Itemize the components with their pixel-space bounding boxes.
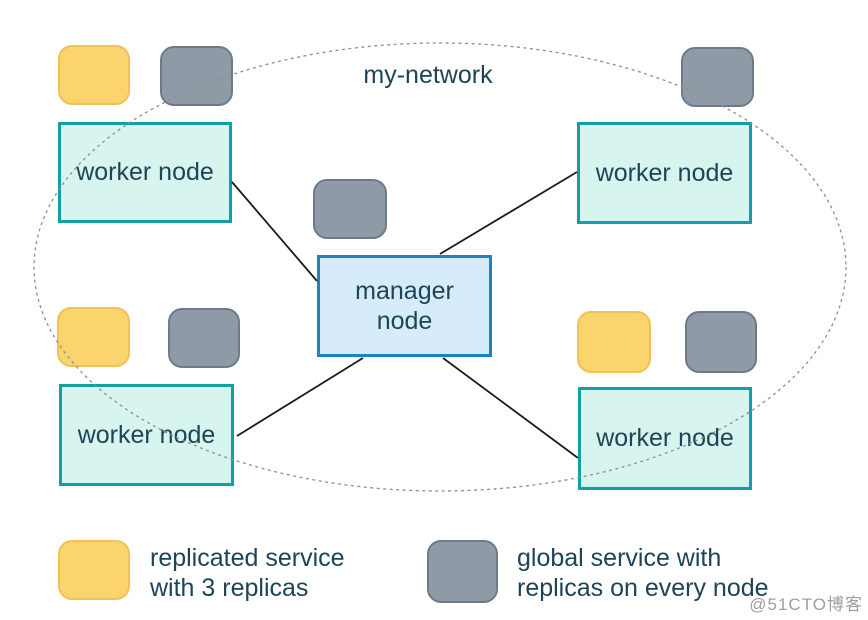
replicated-service-icon — [58, 45, 130, 105]
manager-node-label-line1: manager — [355, 277, 454, 305]
global-service-icon — [685, 311, 757, 373]
replicated-service-icon — [57, 307, 130, 367]
manager-node: manager node — [317, 255, 492, 357]
connector-line-manager-worker-bl — [236, 357, 364, 437]
global-service-icon — [313, 179, 387, 239]
worker-node-label: worker node — [77, 420, 216, 449]
legend-replicated-label-line1: replicated service — [150, 544, 345, 572]
legend-replicated-label-line2: with 3 replicas — [150, 574, 309, 602]
worker-node-label: worker node — [595, 158, 734, 187]
legend-global-label: global service with replicas on every no… — [517, 543, 769, 603]
worker-node-bottom-right: worker node — [578, 387, 752, 490]
connector-line-manager-worker-br — [442, 357, 579, 459]
connector-line-manager-worker-tr — [439, 171, 578, 255]
global-service-icon — [160, 46, 233, 106]
manager-node-label-line2: node — [376, 307, 433, 335]
global-service-icon — [168, 308, 240, 368]
network-label: my-network — [363, 61, 493, 89]
watermark: @51CTO博客 — [749, 595, 863, 614]
replicated-service-icon — [577, 311, 651, 373]
global-service-icon — [681, 47, 754, 107]
worker-node-label: worker node — [76, 158, 214, 186]
legend-global-swatch — [427, 540, 498, 603]
legend-global-label-line2: replicas on every node — [517, 574, 769, 602]
worker-node-label: worker node — [596, 424, 734, 452]
connector-line-manager-worker-tl — [231, 181, 318, 282]
worker-node-bottom-left: worker node — [59, 384, 234, 486]
legend-replicated-label: replicated service with 3 replicas — [150, 543, 345, 603]
legend-global-label-line1: global service with — [517, 544, 722, 572]
worker-node-top-right: worker node — [577, 122, 752, 224]
legend-replicated-swatch — [58, 540, 130, 600]
worker-node-top-left: worker node — [58, 122, 232, 223]
